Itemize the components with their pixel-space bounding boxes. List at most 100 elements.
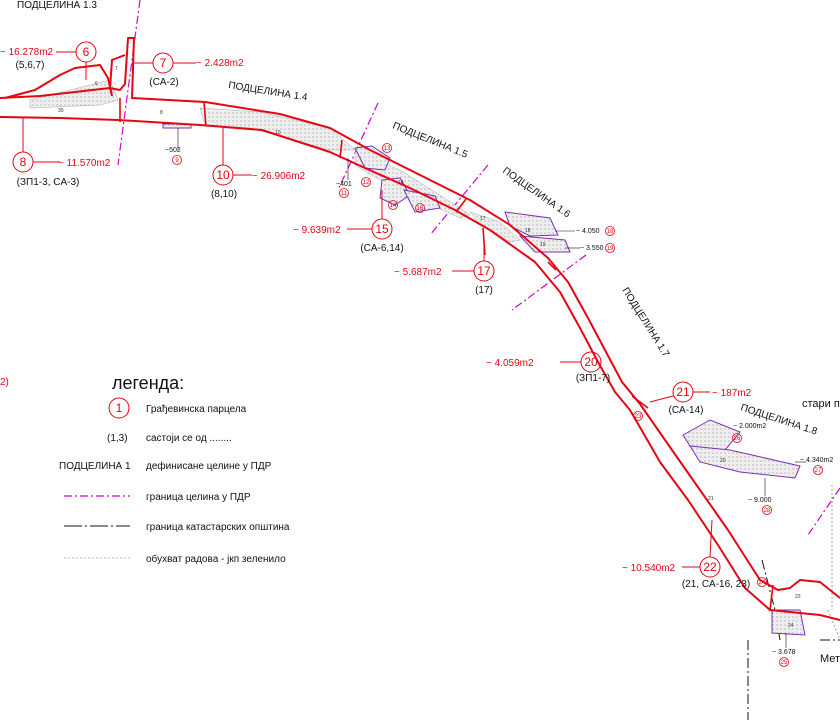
parcel-number-21: 21 xyxy=(676,385,690,399)
marker-circle-13 xyxy=(382,143,392,153)
corridor-edge-south xyxy=(0,116,840,621)
legend-unit-boundary-text: граница целина у ПДР xyxy=(146,492,251,503)
small-marker-13: 13 xyxy=(382,143,392,153)
boundary-line xyxy=(429,164,489,236)
legend: легенда: 1 Грађевинска парцела (1,3) сас… xyxy=(59,373,290,565)
small-marker-26: ~ 2.000m2 26 xyxy=(732,423,766,443)
divider xyxy=(203,101,207,127)
parcel-area-7: ~ 2.428m2 xyxy=(196,58,244,69)
parcel-composition-17: (17) xyxy=(475,285,493,296)
small-marker-25: ~ 3.678 25 xyxy=(772,633,796,667)
parcel-6-outline xyxy=(4,64,113,99)
small-marker-27: ~ 4.340m2 27 xyxy=(795,457,833,475)
small-marker-9: ~502 9 xyxy=(165,128,182,165)
parcel-number-7: 7 xyxy=(160,56,167,70)
small-markers: ~502 9 ~401 11 12 13 14 16 ~ 4.050 xyxy=(165,128,833,667)
marker-area-25: ~ 3.678 xyxy=(772,649,796,656)
marker-number-9: 9 xyxy=(175,158,179,164)
interior-number: 8 xyxy=(160,110,163,116)
parcel-number-15: 15 xyxy=(375,222,389,236)
marker-circle-19 xyxy=(605,243,615,253)
subunit-label-1-4: ПОДЦЕЛИНА 1.4 xyxy=(228,80,309,103)
purple-parcel xyxy=(771,609,806,636)
parcel-number-17: 17 xyxy=(477,264,491,278)
subunit-label-1-5: ПОДЦЕЛИНА 1.5 xyxy=(391,121,470,161)
legend-parcel-text: Грађевинска парцела xyxy=(146,403,247,415)
boundary-line xyxy=(511,254,587,311)
small-marker-19: ~ 3.550 19 xyxy=(565,243,615,253)
parcel-composition-6: (5,6,7) xyxy=(16,60,45,71)
small-marker-28: ~ 9.000 28 xyxy=(748,478,772,515)
parcel-area-21: ~ 187m2 xyxy=(712,388,752,399)
parcel-callouts xyxy=(12,41,721,578)
marker-area-26: ~ 2.000m2 xyxy=(733,423,766,430)
marker-number-12: 12 xyxy=(363,180,370,186)
interior-number: 19 xyxy=(540,242,546,248)
parcel-number-10: 10 xyxy=(216,168,230,182)
divider xyxy=(455,198,467,213)
marker-circle-23 xyxy=(633,411,643,421)
parcel-composition-22: (21, CA-16, 23) xyxy=(682,579,750,590)
marker-circle-16 xyxy=(415,203,425,213)
marker-number-25: 25 xyxy=(781,660,788,666)
marker-area-27: ~ 4.340m2 xyxy=(800,457,833,464)
divider xyxy=(547,261,557,271)
legend-cadastral-text: граница катастарских општина xyxy=(146,522,290,533)
legend-subunit-text: дефинисане целине у ПДР xyxy=(146,460,272,472)
leader-line xyxy=(709,519,713,558)
subunit-label-1-3: ПОДЦЕЛИНА 1.3 xyxy=(17,0,97,11)
interior-number: 14 xyxy=(398,180,404,186)
leader-line xyxy=(649,395,674,403)
marker-number-27: 27 xyxy=(815,468,822,474)
parcel-number-8: 8 xyxy=(20,155,27,169)
marker-circle-28 xyxy=(762,505,772,515)
legend-parcel-circle xyxy=(108,397,130,419)
parcel-numbers: 6 7 8 10 15 17 20 21 22 xyxy=(20,45,717,574)
marker-circle-18 xyxy=(605,226,615,236)
legend-works-text: обухват радова - јкп зеленило xyxy=(146,553,286,565)
marker-circle-14 xyxy=(388,200,398,210)
marker-circle-25 xyxy=(779,657,789,667)
marker-area-28: ~ 9.000 xyxy=(748,497,772,504)
interior-number: 17 xyxy=(480,216,486,222)
marker-circle-11 xyxy=(339,188,349,198)
marker-number-26: 26 xyxy=(734,436,741,442)
marker-number-23: 23 xyxy=(635,414,642,420)
purple-parcel xyxy=(689,445,801,479)
purple-parcel xyxy=(682,419,741,451)
purple-parcel xyxy=(504,211,559,237)
works-scope-border xyxy=(827,485,840,641)
marker-area-9: ~502 xyxy=(165,147,181,154)
boundary-line xyxy=(807,487,840,536)
legend-parcel-symbol: 1 xyxy=(116,401,123,415)
small-marker-23: 23 xyxy=(633,411,643,421)
parcel-corridor xyxy=(0,37,840,621)
parcel-area-6: ~ 16.278m2 xyxy=(0,47,54,58)
works-area-segment xyxy=(29,79,119,109)
parcel-area-22: ~ 10.540m2 xyxy=(622,563,676,574)
interior-number: 7 xyxy=(115,66,118,72)
purple-parcel xyxy=(354,145,391,171)
cadastral-border xyxy=(747,559,840,720)
parcel-composition-8: (ЗП1-3, CA-3) xyxy=(17,177,80,188)
parcel-number-20: 20 xyxy=(584,355,598,369)
edge-text-right-top: стари п xyxy=(802,398,840,410)
parcel-number-6: 6 xyxy=(83,45,90,59)
legend-composition-symbol: (1,3) xyxy=(107,433,128,444)
small-marker-14: 14 xyxy=(388,200,398,210)
marker-number-24: 24 xyxy=(759,580,766,586)
parcel-area-17: ~ 5.687m2 xyxy=(394,267,442,278)
legend-title: легенда: xyxy=(112,373,184,393)
boundary-line xyxy=(117,0,141,166)
parcel-number-22: 22 xyxy=(703,560,717,574)
interior-number: 20 xyxy=(720,458,726,464)
parcel-dividers xyxy=(119,98,774,611)
unit-boundaries xyxy=(117,0,840,536)
interior-number: 21 xyxy=(708,496,714,502)
legend-composition-text: састоји се од ........ xyxy=(146,433,232,444)
divider xyxy=(339,139,343,159)
marker-circle-24 xyxy=(757,577,767,587)
subunit-label-1-6: ПОДЦЕЛИНА 1.6 xyxy=(500,165,572,220)
legend-subunit-symbol: ПОДЦЕЛИНА 1 xyxy=(59,461,131,472)
